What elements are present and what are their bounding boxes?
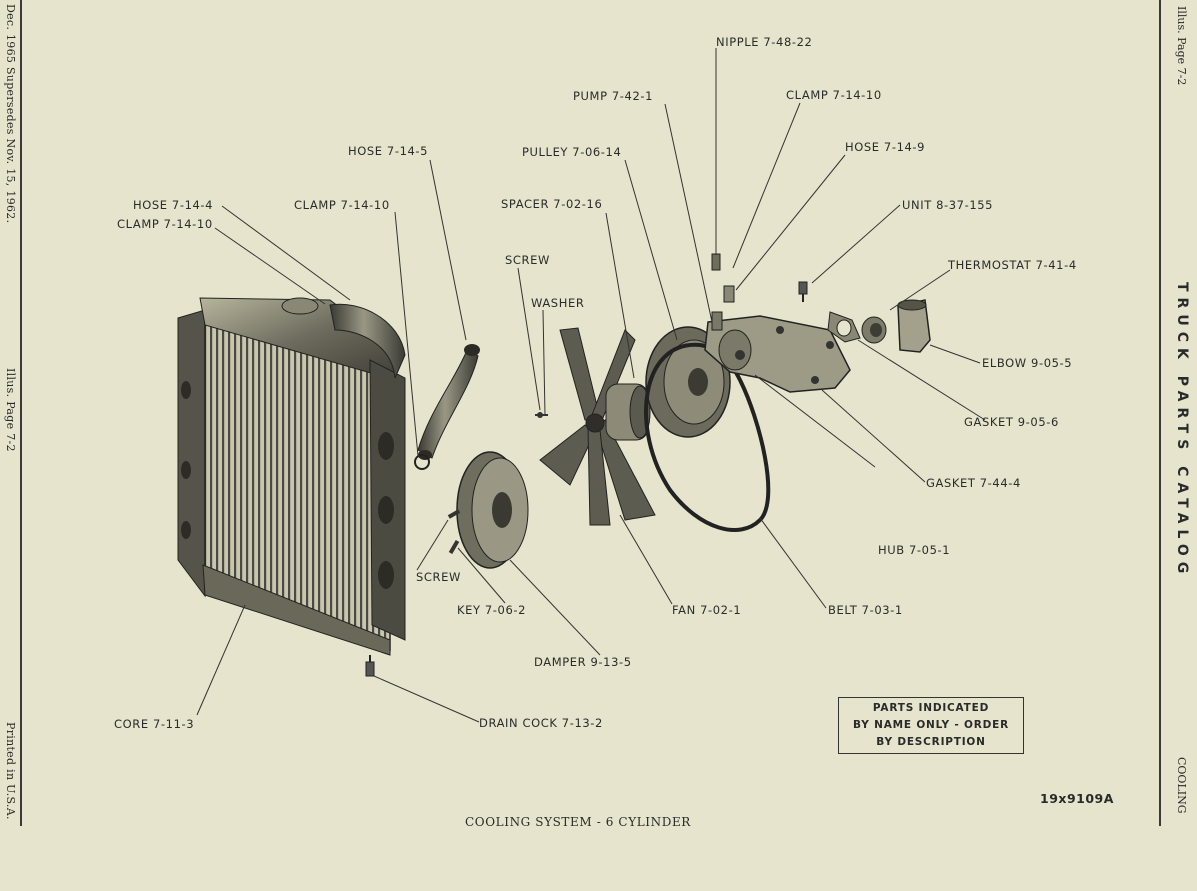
unit-part [798, 281, 808, 302]
label-core: CORE 7-11-3 [114, 717, 195, 731]
leader-lines [196, 48, 986, 723]
label-hub: HUB 7-05-1 [878, 543, 951, 557]
label-washer: WASHER [531, 296, 585, 310]
label-drain-cock: DRAIN COCK 7-13-2 [479, 716, 603, 730]
label-screw-bottom: SCREW [416, 570, 461, 584]
label-gasket-7-44-4: GASKET 7-44-4 [926, 476, 1021, 490]
label-thermostat: THERMOSTAT 7-41-4 [948, 258, 1077, 272]
label-damper: DAMPER 9-13-5 [534, 655, 632, 669]
label-elbow: ELBOW 9-05-5 [982, 356, 1073, 370]
figure-caption: COOLING SYSTEM - 6 CYLINDER [465, 815, 691, 829]
label-unit: UNIT 8-37-155 [902, 198, 994, 212]
hose-7-14-5-part [417, 347, 479, 459]
label-hose-7-14-5: HOSE 7-14-5 [348, 144, 429, 158]
thermostat-part [861, 316, 887, 344]
label-hose-7-14-9: HOSE 7-14-9 [845, 140, 926, 154]
right-margin-rule [1159, 0, 1161, 826]
label-belt: BELT 7-03-1 [828, 603, 903, 617]
illustration-code: 19x9109A [1040, 791, 1114, 806]
spacer-part [605, 383, 651, 441]
damper-part [456, 451, 529, 569]
order-note-line-2: BY NAME ONLY - ORDER [853, 719, 1009, 731]
label-gasket-9-05-6: GASKET 9-05-6 [964, 415, 1059, 429]
label-nipple: NIPPLE 7-48-22 [716, 35, 813, 49]
label-spacer: SPACER 7-02-16 [501, 197, 603, 211]
label-screw-top: SCREW [505, 253, 550, 267]
nipple-part [711, 253, 721, 271]
order-note-line-1: PARTS INDICATED [872, 702, 990, 714]
label-hose-7-14-4: HOSE 7-14-4 [133, 198, 214, 212]
label-clamp-top: CLAMP 7-14-10 [786, 88, 882, 102]
order-note-box: PARTS INDICATED BY NAME ONLY - ORDER BY … [838, 697, 1024, 754]
belt-part [644, 342, 771, 532]
label-pulley: PULLEY 7-06-14 [522, 145, 622, 159]
water-pump-part [704, 311, 851, 393]
label-pump: PUMP 7-42-1 [573, 89, 654, 103]
fan-part [539, 327, 656, 526]
radiator-core [177, 297, 406, 656]
drain-cock-part [365, 655, 375, 677]
upper-hose [329, 303, 406, 379]
label-clamp-left: CLAMP 7-14-10 [117, 217, 213, 231]
left-margin-rule [20, 0, 22, 826]
order-note-line-3: BY DESCRIPTION [876, 736, 986, 748]
hose-7-14-9-part [723, 285, 735, 303]
label-key: KEY 7-06-2 [457, 603, 527, 617]
label-clamp-mid: CLAMP 7-14-10 [294, 198, 390, 212]
label-fan: FAN 7-02-1 [672, 603, 742, 617]
